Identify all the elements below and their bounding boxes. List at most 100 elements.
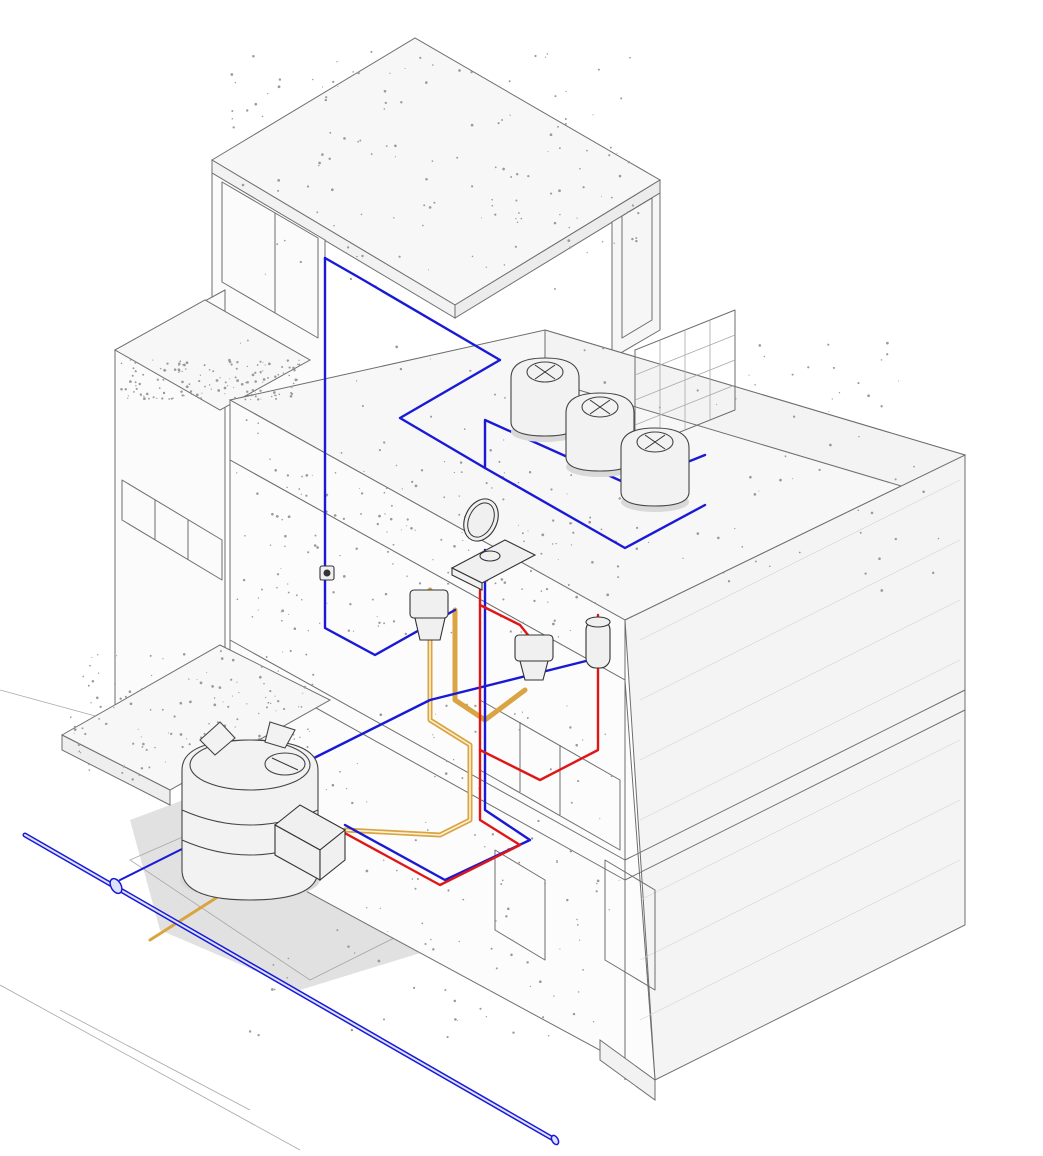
concrete-speck (216, 721, 219, 724)
concrete-speck (389, 72, 391, 74)
concrete-speck (557, 125, 559, 128)
concrete-speck (288, 374, 290, 377)
concrete-speck (458, 495, 460, 497)
concrete-speck (226, 385, 229, 387)
concrete-speck (325, 789, 327, 791)
concrete-speck (269, 458, 271, 460)
concrete-speck (503, 472, 506, 474)
concrete-speck (152, 396, 155, 399)
concrete-speck (89, 717, 92, 720)
concrete-speck (325, 96, 328, 99)
concrete-speck (84, 732, 87, 736)
concrete-speck (859, 531, 862, 534)
concrete-speck (749, 475, 752, 479)
concrete-speck (461, 531, 463, 534)
concrete-speck (485, 482, 488, 485)
concrete-speck (302, 692, 304, 694)
water-heater-icon (585, 616, 611, 669)
concrete-speck (474, 834, 476, 836)
concrete-speck (384, 513, 386, 515)
concrete-speck (601, 240, 604, 243)
concrete-speck (540, 590, 543, 592)
concrete-speck (443, 496, 446, 499)
concrete-speck (383, 491, 386, 494)
concrete-speck (567, 239, 571, 243)
concrete-speck (289, 394, 293, 398)
concrete-speck (211, 685, 214, 688)
concrete-speck (864, 572, 867, 575)
concrete-speck (880, 359, 883, 361)
concrete-speck (508, 80, 511, 83)
hot-from-heater (478, 588, 600, 782)
concrete-speck (229, 378, 231, 380)
concrete-speck (319, 622, 321, 624)
concrete-speck (491, 487, 493, 489)
concrete-speck (494, 919, 497, 922)
concrete-speck (311, 474, 313, 477)
concrete-speck (931, 571, 935, 575)
concrete-speck (553, 619, 556, 622)
concrete-speck (168, 398, 171, 400)
concrete-speck (316, 211, 319, 214)
concrete-speck (389, 517, 393, 521)
concrete-speck (502, 598, 505, 601)
concrete-speck (491, 204, 494, 207)
concrete-speck (564, 118, 567, 120)
upper-wall-right (611, 192, 661, 359)
concrete-speck (233, 387, 235, 389)
concrete-speck (328, 157, 331, 161)
concrete-speck (292, 382, 295, 385)
concrete-speck (91, 680, 95, 683)
concrete-speck (420, 469, 424, 472)
concrete-speck (162, 658, 164, 660)
concrete-speck (544, 882, 546, 885)
concrete-speck (521, 532, 524, 535)
concrete-speck (331, 783, 335, 787)
concrete-speck (316, 546, 319, 549)
concrete-speck (261, 115, 264, 118)
concrete-speck (591, 560, 594, 564)
concrete-speck (215, 379, 219, 382)
concrete-speck (134, 361, 137, 364)
concrete-speck (429, 358, 431, 360)
concrete-speck (447, 889, 450, 892)
concrete-speck (582, 739, 584, 741)
concrete-speck (178, 362, 181, 365)
concrete-speck (396, 869, 398, 872)
concrete-speck (412, 986, 416, 990)
concrete-speck (613, 242, 615, 244)
concrete-speck (430, 415, 433, 418)
concrete-speck (337, 85, 339, 87)
concrete-speck (558, 189, 561, 193)
concrete-speck (299, 736, 301, 739)
concrete-speck (311, 683, 314, 686)
concrete-speck (170, 397, 173, 400)
concrete-speck (594, 602, 597, 604)
concrete-speck (246, 381, 249, 384)
concrete-speck (254, 371, 257, 374)
concrete-speck (173, 368, 177, 371)
concrete-speck (758, 490, 760, 492)
concrete-speck (433, 201, 436, 204)
concrete-speck (379, 542, 381, 544)
concrete-speck (236, 379, 240, 382)
concrete-speck (272, 963, 275, 966)
concrete-speck (179, 733, 183, 736)
concrete-speck (264, 364, 266, 366)
concrete-speck (637, 211, 640, 215)
concrete-speck (518, 212, 520, 214)
concrete-speck (224, 393, 226, 395)
concrete-speck (618, 174, 622, 178)
concrete-speck (88, 769, 91, 771)
concrete-speck (427, 269, 429, 271)
concrete-speck (542, 1016, 545, 1019)
concrete-speck (383, 441, 386, 444)
concrete-speck (294, 378, 298, 382)
ground-line (0, 689, 111, 721)
concrete-speck (572, 531, 575, 534)
concrete-speck (293, 369, 296, 372)
concrete-speck (321, 86, 323, 88)
concrete-speck (394, 144, 397, 148)
concrete-speck (154, 746, 156, 749)
window-front-lower (604, 859, 656, 991)
